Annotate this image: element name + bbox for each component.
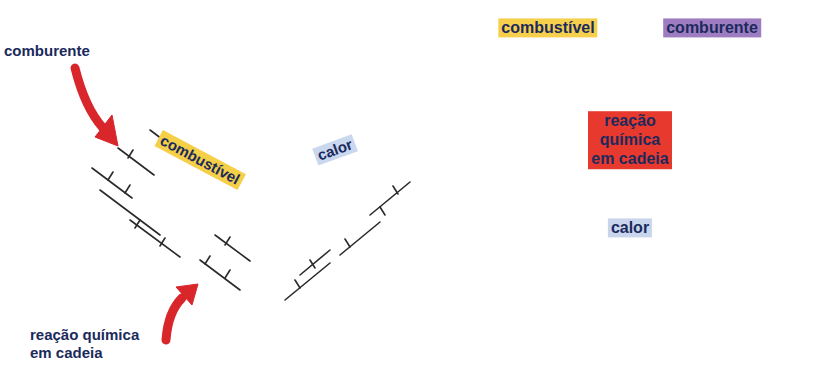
callout-label-box: comburente: [4, 42, 114, 60]
shape-label: comburente: [663, 18, 761, 37]
shape-label: calor: [312, 134, 357, 165]
shape-label: combustível: [154, 130, 245, 190]
shape-label: reação química em cadeia: [588, 111, 672, 169]
pyramid-face: combustível: [72, 4, 262, 330]
callout-label: reação química em cadeia: [30, 326, 160, 362]
shape-label: combustível: [498, 18, 597, 37]
shape-label: calor: [608, 218, 652, 237]
callout-label: comburente: [4, 42, 114, 60]
pyramid-face: calor: [258, 4, 442, 330]
callout-label-box: reação química em cadeia: [30, 326, 160, 362]
pyramid-face-outline: [258, 4, 442, 330]
triangle-segment: calor: [547, 190, 712, 375]
